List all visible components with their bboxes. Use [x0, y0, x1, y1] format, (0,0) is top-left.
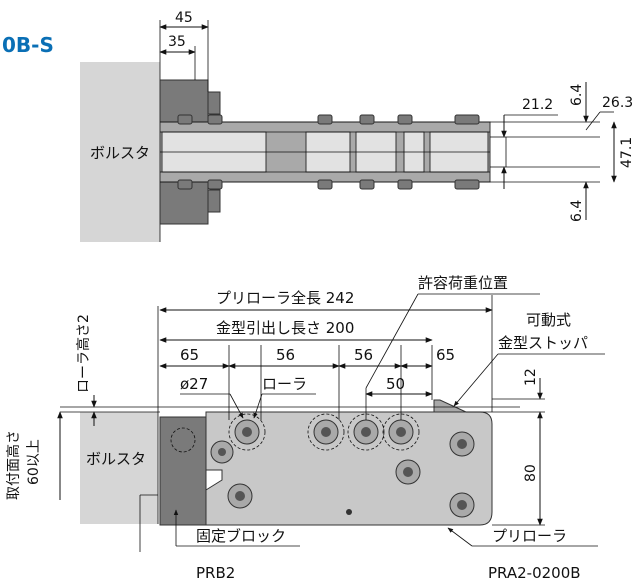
- dim-35: 35: [168, 34, 186, 50]
- dim-80: 80: [523, 464, 539, 482]
- preroller-model: PRA2-0200B: [488, 564, 581, 582]
- rail-bolts: [177, 114, 480, 190]
- top-view: ボルスタ 45 35 6.4 6.4 21.2 26.3 47.1: [80, 10, 635, 242]
- fixed-block-label: 固定ブロック: [196, 527, 286, 545]
- dim-6-4-bottom: 6.4: [569, 200, 585, 222]
- dim-65-left: 65: [180, 346, 199, 364]
- movable-stopper: [433, 399, 467, 413]
- dim-65-right: 65: [436, 346, 455, 364]
- dim-45: 45: [175, 10, 193, 26]
- mount-height-label-1: 取付面高さ: [5, 430, 22, 500]
- die-pull-length: 金型引出し長さ 200: [216, 319, 354, 337]
- dim-47-1: 47.1: [619, 137, 635, 168]
- movable-stopper-label-1: 可動式: [526, 311, 571, 329]
- fixed-block-model: PRB2: [196, 564, 235, 582]
- block-tab-lower: [207, 189, 221, 213]
- roller-label: ローラ: [262, 375, 307, 393]
- movable-stopper-label-2: 金型ストッパ: [498, 334, 588, 352]
- dim-6-4-top: 6.4: [569, 84, 585, 106]
- diameter-label: ø27: [180, 375, 208, 393]
- dim-26-3: 26.3: [602, 95, 633, 111]
- bolster-label-top: ボルスタ: [90, 144, 150, 162]
- mount-height-label-2: 60以上: [26, 439, 42, 485]
- preroller-label: プリローラ: [492, 527, 567, 545]
- bolster-label-side: ボルスタ: [86, 450, 146, 468]
- preroller-total-length: プリローラ全長 242: [216, 289, 354, 307]
- fixed-block-side: [159, 416, 207, 526]
- preroller-body: [205, 411, 493, 526]
- roller-height-label: ローラ高さ2: [75, 314, 92, 393]
- fixed-block-dashed-hole: [170, 427, 196, 453]
- model-title: 0B-S: [2, 33, 54, 57]
- dim-12: 12: [523, 368, 539, 386]
- side-view: ボルスタ: [5, 274, 605, 582]
- dim-21-2: 21.2: [522, 97, 553, 113]
- allowable-load-position: 許容荷重位置: [418, 274, 508, 292]
- dim-56-b: 56: [354, 346, 373, 364]
- rollers: [210, 413, 475, 518]
- block-tab-upper: [207, 91, 221, 115]
- dim-50: 50: [386, 375, 405, 393]
- dim-56-a: 56: [276, 346, 295, 364]
- bolster-top: [80, 62, 160, 242]
- bolster-side: [80, 412, 158, 524]
